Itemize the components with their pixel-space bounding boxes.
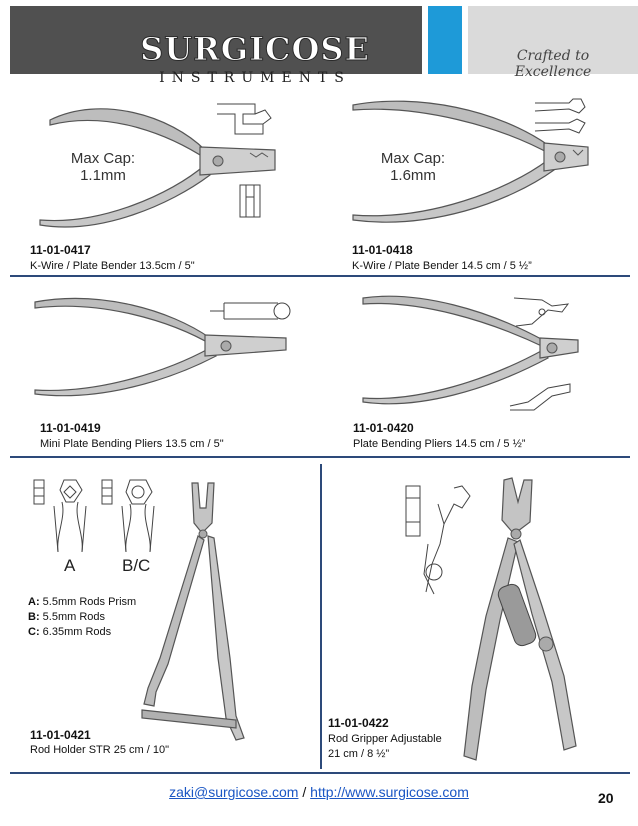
product-code: 11-01-0418 <box>352 243 413 257</box>
product-code: 11-01-0420 <box>353 421 414 435</box>
max-cap-label: Max Cap: <box>70 150 136 167</box>
rod-options: A: 5.5mm Rods Prism B: 5.5mm Rods C: 6.3… <box>28 595 136 640</box>
max-cap-0417: Max Cap: 1.1mm <box>58 150 148 184</box>
tagline: Crafted to Excellence <box>514 48 592 80</box>
diagram-label-bc: B/C <box>122 556 151 575</box>
footer-separator: / <box>302 784 307 800</box>
email-link[interactable]: zaki@surgicose.com <box>169 784 299 800</box>
page-header: SURGICOSE INSTRUMENTS Crafted to Excelle… <box>0 0 638 90</box>
tip-side-icon-0420 <box>509 383 571 411</box>
description-line-1: Rod Gripper Adjustable <box>328 733 442 745</box>
divider-row-2 <box>10 456 630 458</box>
website-link[interactable]: http://www.surgicose.com <box>310 784 469 800</box>
max-cap-value: 1.6mm <box>390 167 436 184</box>
product-code: 11-01-0421 <box>30 728 91 742</box>
product-code: 11-01-0419 <box>40 421 101 435</box>
option-b: B: 5.5mm Rods <box>28 611 106 623</box>
product-image-0422 <box>463 477 577 761</box>
max-cap-label: Max Cap: <box>380 150 446 167</box>
page-number: 20 <box>598 790 614 806</box>
header-light-band <box>468 6 638 74</box>
product-code: 11-01-0422 <box>328 716 389 730</box>
tip-detail-icon-0420 <box>513 297 570 327</box>
product-image-0417 <box>39 108 276 228</box>
description-line-2: 21 cm / 8 ½” <box>328 748 390 760</box>
diagram-label-a: A <box>64 556 76 575</box>
tip-diagram-a-icon <box>33 479 87 553</box>
brand-subtitle: INSTRUMENTS <box>159 70 351 86</box>
product-image-0420 <box>362 295 579 405</box>
product-description: K-Wire / Plate Bender 14.5 cm / 5 ½” <box>352 260 532 272</box>
tip-diagram-bc-icon <box>101 479 155 553</box>
product-description: Rod Holder STR 25 cm / 10" <box>30 744 170 756</box>
max-cap-0418: Max Cap: 1.6mm <box>368 150 458 184</box>
product-description: K-Wire / Plate Bender 13.5cm / 5" <box>30 260 195 272</box>
product-image-0418 <box>352 100 589 223</box>
tip-detail-icon-0417 <box>217 103 272 135</box>
product-description: Rod Gripper Adjustable 21 cm / 8 ½” <box>328 732 442 762</box>
tip-diagram-0422-icon <box>405 485 471 595</box>
divider-footer <box>10 772 630 774</box>
option-c: C: 6.35mm Rods <box>28 626 112 638</box>
tip-detail-icon-0419 <box>210 302 291 320</box>
product-description: Plate Bending Pliers 14.5 cm / 5 ½” <box>353 438 526 450</box>
product-image-0421 <box>141 482 245 741</box>
divider-vertical <box>320 464 322 769</box>
product-image-0419 <box>34 297 287 397</box>
header-blue-band <box>428 6 462 74</box>
brand-logo: SURGICOSE <box>140 30 370 69</box>
divider-row-1 <box>10 275 630 277</box>
product-code: 11-01-0417 <box>30 243 91 257</box>
page-footer: zaki@surgicose.com / http://www.surgicos… <box>0 784 638 800</box>
header-dark-band <box>10 6 422 74</box>
option-a: A: 5.5mm Rods Prism <box>28 596 137 608</box>
tip-detail-icon-0418 <box>534 98 586 134</box>
tip-section-icon-0417 <box>239 184 261 218</box>
max-cap-value: 1.1mm <box>80 167 126 184</box>
product-description: Mini Plate Bending Pliers 13.5 cm / 5" <box>40 438 224 450</box>
